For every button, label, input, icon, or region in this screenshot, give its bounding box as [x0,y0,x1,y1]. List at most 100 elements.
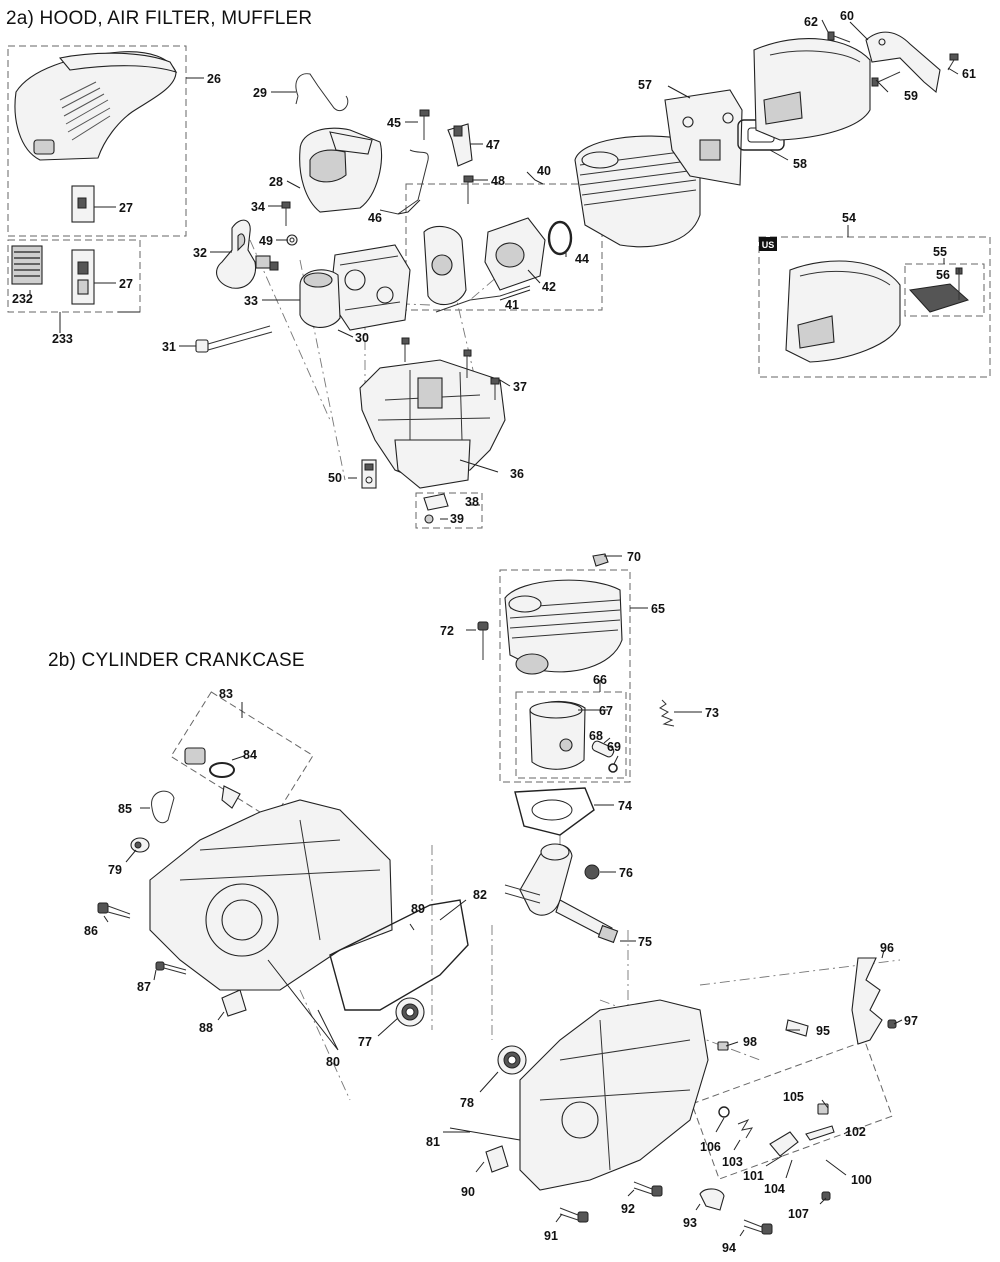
callout-73: 73 [705,706,719,720]
callout-54: 54 [842,211,856,225]
choke-lever-icon [216,219,279,289]
callout-233: 233 [52,332,73,346]
bolt-87-icon [155,961,187,975]
callout-27-lower: 27 [119,277,133,291]
callout-94: 94 [722,1241,736,1255]
callout-78: 78 [460,1096,474,1110]
callout-76: 76 [619,866,633,880]
callout-33: 33 [244,294,258,308]
gasket-44-icon [547,220,573,256]
circlip-icon [608,763,618,773]
screw-94-icon [743,1219,773,1235]
gasket-89-icon [329,899,469,1011]
hood-cover-icon [14,51,178,161]
callout-68: 68 [589,729,603,743]
callout-50: 50 [328,471,342,485]
group-box-100 [691,1040,893,1180]
screw-45-icon [419,109,430,140]
group-box-233 [7,239,141,313]
callout-59: 59 [904,89,918,103]
callout-39: 39 [450,512,464,526]
rod-41-icon [435,285,531,313]
callout-77: 77 [358,1035,372,1049]
callout-106: 106 [700,1140,721,1154]
clip-85-icon [151,790,175,824]
callout-79: 79 [108,863,122,877]
callout-93: 93 [683,1216,697,1230]
washer-49-icon [286,234,298,246]
callout-26: 26 [207,72,221,86]
us-muffler-icon [785,260,901,363]
clip-93-icon [699,1188,725,1211]
callout-70: 70 [627,550,641,564]
long-bolt-icon [195,325,273,353]
callout-88: 88 [199,1021,213,1035]
bearing-77-icon [395,997,425,1027]
crankcase-left-icon [149,799,393,991]
callout-36: 36 [510,467,524,481]
group-box-26 [7,45,187,237]
group-box-65 [499,569,631,783]
callout-48: 48 [491,174,505,188]
callout-232: 232 [12,292,33,306]
nut-98-icon [717,1041,729,1051]
callout-103: 103 [722,1155,743,1169]
callout-49: 49 [259,234,273,248]
needle-bearing-icon [584,864,600,880]
screw-34-icon [281,201,291,226]
section-title-hood: 2a) HOOD, AIR FILTER, MUFFLER [6,8,313,29]
callout-72: 72 [440,624,454,638]
callout-69: 69 [607,740,621,754]
screw-pair-icon [401,337,472,378]
sleeve-90-icon [485,1145,509,1173]
callout-74: 74 [618,799,632,813]
callout-86: 86 [84,924,98,938]
us-badge-label: US [762,240,775,250]
callout-97: 97 [904,1014,918,1028]
callout-91: 91 [544,1229,558,1243]
callout-100: 100 [851,1173,872,1187]
plate-38-icon [423,493,449,511]
callout-107: 107 [788,1207,809,1221]
callout-104: 104 [764,1182,785,1196]
group-box-54 [758,236,991,378]
muffler-bracket-icon [865,31,941,94]
bushing-88-icon [221,989,247,1017]
cylinder-gasket-icon [514,787,595,836]
callout-61: 61 [962,67,976,81]
chain-tensioner-icon [718,1103,835,1157]
callout-80: 80 [326,1055,340,1069]
screw-48-icon [463,175,474,204]
wire-clip-icon [295,73,349,112]
screw-59-icon [871,71,901,87]
callout-92: 92 [621,1202,635,1216]
callout-labels: 26 27 27 232 233 28 29 30 31 32 33 34 49… [12,9,976,1255]
bracket-47-icon [447,123,473,167]
callout-95: 95 [816,1024,830,1038]
callout-58: 58 [793,157,807,171]
callout-81: 81 [426,1135,440,1149]
label-50-icon [361,459,377,489]
screw-37-icon [490,377,500,400]
throttle-rod-icon [379,149,429,215]
air-filter-housing-icon [299,127,383,213]
callout-90: 90 [461,1185,475,1199]
screw-62-icon [827,31,851,43]
us-badge: US [759,237,777,251]
callout-44: 44 [575,252,589,266]
callout-31: 31 [162,340,176,354]
callout-67: 67 [599,704,613,718]
callout-37: 37 [513,380,527,394]
callout-87: 87 [137,980,151,994]
callout-30: 30 [355,331,369,345]
screw-61-icon [947,53,959,71]
bar-stud-icon [785,1019,809,1037]
callout-96: 96 [880,941,894,955]
carburetor-icon [329,244,411,331]
group-box-83 [170,691,314,821]
callout-65: 65 [651,602,665,616]
callout-40: 40 [537,164,551,178]
decomp-valve-body-icon [184,747,241,809]
callout-62: 62 [804,15,818,29]
